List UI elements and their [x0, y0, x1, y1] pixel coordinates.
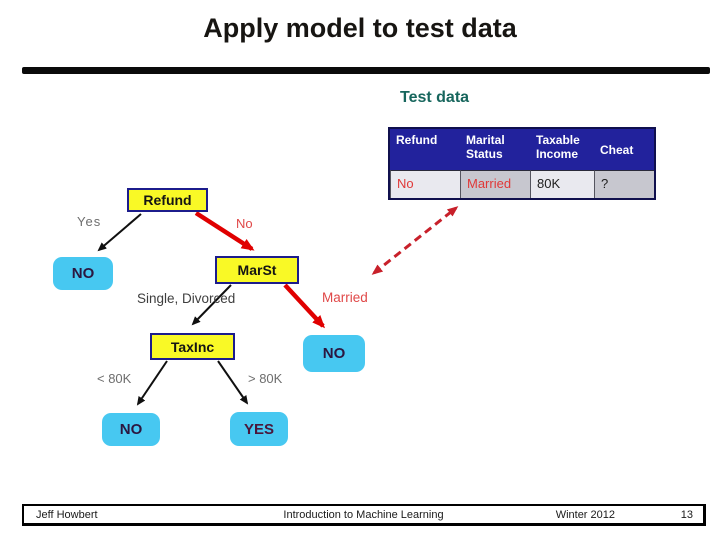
- tree-leaf-no-refund-yes: NO: [53, 257, 113, 290]
- test-record-dashed-arrow: [371, 206, 459, 275]
- edge-marst-married-arrow: [283, 283, 326, 329]
- table-cell-refund: No: [390, 170, 460, 198]
- edge-label-gt-80k: > 80K: [248, 371, 283, 386]
- footer-author: Jeff Howbert: [36, 509, 98, 521]
- edge-taxinc-lt80k-arrow: [136, 360, 168, 406]
- footer-term: Winter 2012: [555, 509, 615, 521]
- edge-label-married: Married: [322, 290, 368, 305]
- edge-taxinc-gt80k-arrow: [217, 360, 249, 405]
- table-cell-income: 80K: [530, 170, 594, 198]
- tree-node-taxinc: TaxInc: [150, 333, 235, 360]
- table-header-marital-status: Marital Status: [460, 129, 530, 170]
- edge-label-no: No: [236, 216, 253, 231]
- tree-leaf-yes-income-high: YES: [230, 412, 288, 446]
- table-cell-cheat: ?: [594, 170, 654, 198]
- test-data-label: Test data: [400, 89, 470, 106]
- table-cell-marital: Married: [460, 170, 530, 198]
- table-header-refund: Refund: [390, 129, 460, 170]
- test-data-table: Refund Marital Status Taxable Income Che…: [388, 127, 656, 200]
- table-header-cheat: Cheat: [594, 129, 654, 170]
- footer-course-name: Introduction to Machine Learning: [283, 509, 444, 521]
- footer: Jeff Howbert Introduction to Machine Lea…: [22, 504, 706, 526]
- edge-label-single-divorced: Single, Divorced: [137, 291, 236, 306]
- tree-leaf-no-income-low: NO: [102, 413, 160, 446]
- edge-label-yes: Yes: [77, 214, 102, 229]
- tree-leaf-no-married: NO: [303, 335, 365, 372]
- tree-node-refund: Refund: [127, 188, 208, 212]
- edge-refund-yes-arrow: [97, 213, 142, 252]
- table-header-taxable-income: Taxable Income: [530, 129, 594, 170]
- footer-page-number: 13: [680, 509, 693, 521]
- tree-node-marst: MarSt: [215, 256, 299, 284]
- edge-label-lt-80k: < 80K: [97, 371, 132, 386]
- title-divider: [22, 67, 710, 74]
- page-title: Apply model to test data: [203, 13, 517, 43]
